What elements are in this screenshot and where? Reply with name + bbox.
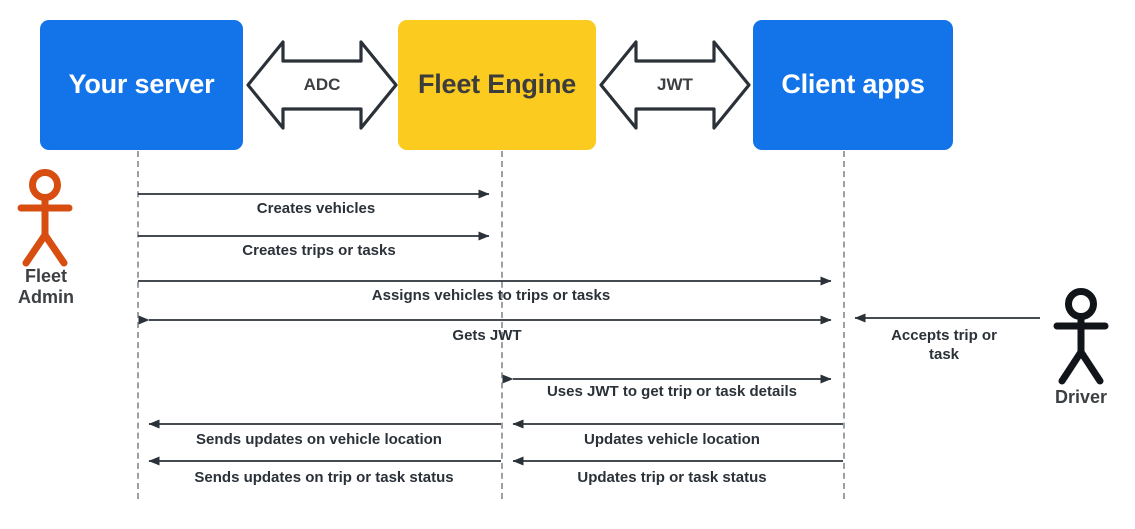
lifeline-your-server — [137, 151, 139, 499]
message-label-assigns-vehicles: Assigns vehicles to trips or tasks — [371, 287, 611, 304]
actor-icon-fleet-admin — [17, 169, 73, 267]
message-label-updates-vehicle-location: Updates vehicle location — [584, 431, 760, 448]
participant-client-apps[interactable]: Client apps — [753, 20, 953, 150]
participant-your-server[interactable]: Your server — [40, 20, 243, 150]
message-label-updates-trip-status: Updates trip or task status — [577, 469, 767, 486]
message-label-creates-vehicles: Creates vehicles — [256, 200, 376, 217]
message-label-gets-jwt: Gets JWT — [452, 327, 522, 344]
message-label-sends-updates-location: Sends updates on vehicle location — [196, 431, 442, 448]
lifeline-client-apps — [843, 151, 845, 499]
message-label-creates-trips-or-tasks: Creates trips or tasks — [242, 242, 396, 259]
participant-fleet-engine[interactable]: Fleet Engine — [398, 20, 596, 150]
message-label-uses-jwt-details: Uses JWT to get trip or task details — [546, 383, 798, 400]
actor-label-fleet-admin: Fleet Admin — [18, 266, 74, 307]
actor-fleet-admin[interactable]: Fleet Admin — [0, 264, 92, 307]
message-label-sends-updates-status: Sends updates on trip or task status — [194, 469, 454, 486]
connector-label-jwt: JWT — [657, 75, 693, 94]
lifeline-fleet-engine — [501, 151, 503, 499]
participant-label-your-server: Your server — [68, 69, 215, 100]
actor-driver[interactable]: Driver — [1035, 385, 1127, 408]
connector-label-adc: ADC — [303, 75, 341, 94]
message-label-accepts-trip-or-task: Accepts trip or task — [891, 327, 997, 363]
participant-label-fleet-engine: Fleet Engine — [417, 69, 577, 100]
participant-label-client-apps: Client apps — [781, 69, 925, 100]
actor-label-driver: Driver — [1054, 387, 1108, 407]
actor-icon-driver — [1053, 288, 1109, 385]
